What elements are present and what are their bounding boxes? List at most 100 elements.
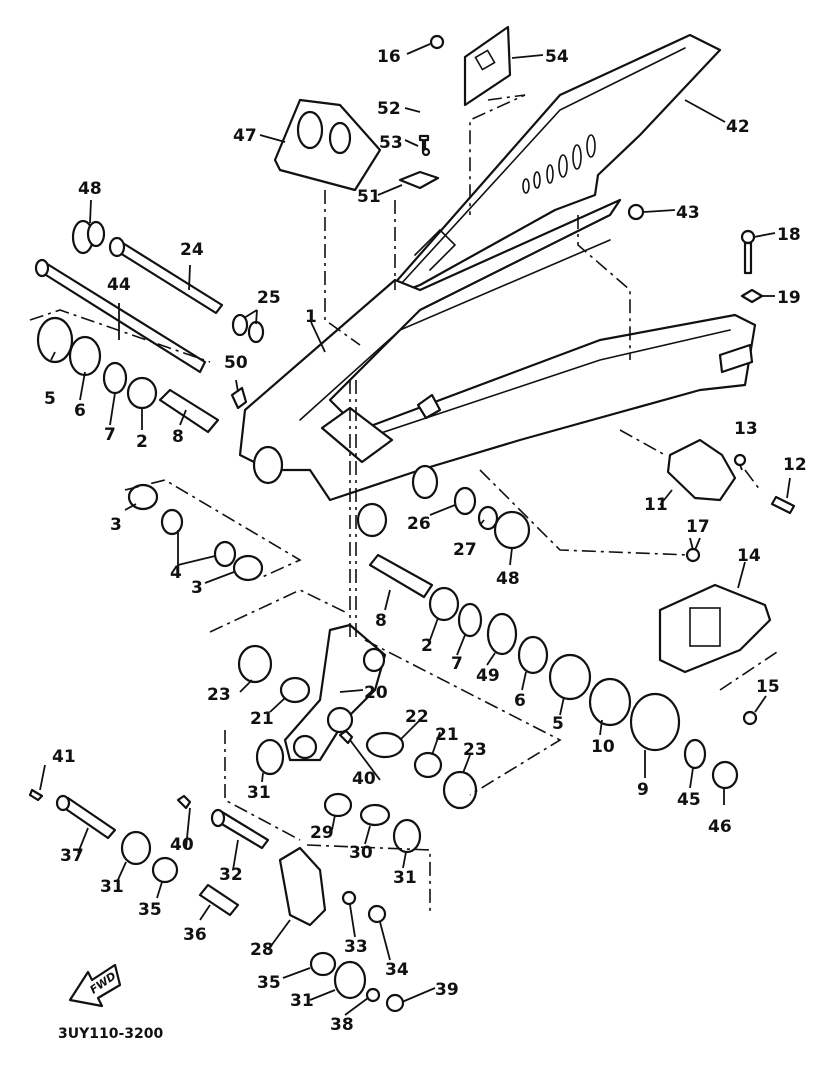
clamp-51 (398, 170, 440, 190)
callout-51: 51 (357, 187, 381, 207)
callout-13: 13 (734, 419, 758, 439)
grease-nipple-40-a (338, 729, 354, 745)
callout-14: 14 (737, 546, 761, 566)
callout-32: 32 (219, 865, 243, 885)
callout-29: 29 (310, 823, 334, 843)
nut-39 (385, 993, 405, 1013)
callout-16: 16 (377, 47, 401, 67)
callout-8-right: 8 (375, 611, 387, 631)
callout-23-right: 23 (463, 740, 487, 760)
bolt-32 (210, 808, 270, 850)
collar-22 (365, 731, 405, 759)
bushing-21-left (279, 676, 311, 704)
callout-31-b: 31 (393, 868, 417, 888)
callout-43: 43 (676, 203, 700, 223)
callout-44: 44 (107, 275, 131, 295)
seal-23-left (237, 644, 273, 684)
chain-guide-11 (666, 438, 737, 502)
grease-nipple-41 (28, 788, 44, 802)
callout-3-upper: 3 (110, 515, 122, 535)
callout-45: 45 (677, 790, 701, 810)
bolt-12 (770, 495, 796, 515)
callout-40-b: 40 (170, 835, 194, 855)
callout-53: 53 (379, 133, 403, 153)
callout-42: 42 (726, 117, 750, 137)
callout-38: 38 (330, 1015, 354, 1035)
callout-15: 15 (756, 677, 780, 697)
callout-6-right: 6 (514, 691, 526, 711)
pivot-bolt-24 (108, 236, 224, 315)
seal-31-d (333, 960, 367, 1000)
washer-53 (421, 147, 431, 157)
washer-33 (341, 890, 357, 906)
seal-23-right (442, 770, 478, 810)
collar-30 (359, 803, 391, 827)
callout-labels: 16 54 42 52 47 53 51 43 48 24 18 44 25 1… (44, 47, 807, 1035)
chain-case-42 (378, 33, 722, 302)
callout-5-left: 5 (44, 389, 56, 409)
callout-11: 11 (644, 495, 668, 515)
callout-40-a: 40 (352, 769, 376, 789)
callout-46: 46 (708, 817, 732, 837)
callout-7-right: 7 (451, 654, 463, 674)
callout-31-a: 31 (247, 783, 271, 803)
callout-17: 17 (686, 517, 710, 537)
seal-31-b (120, 830, 152, 866)
callout-23-left: 23 (207, 685, 231, 705)
callout-39: 39 (435, 980, 459, 1000)
screw-43 (627, 203, 645, 221)
washer-38 (365, 987, 381, 1003)
seal-31-c (392, 818, 422, 854)
callout-36: 36 (183, 925, 207, 945)
callout-26: 26 (407, 514, 431, 534)
relay-rod-28 (278, 846, 327, 927)
callout-28: 28 (250, 940, 274, 960)
callout-31-d: 31 (290, 991, 314, 1011)
bushing-29 (323, 792, 353, 818)
callout-9: 9 (637, 780, 649, 800)
nut-13 (733, 453, 747, 467)
callout-30: 30 (349, 843, 373, 863)
bushing-35-a (151, 856, 179, 884)
bushing-35-b (309, 951, 337, 977)
pivot-shaft-44 (34, 258, 207, 374)
bolt-15 (742, 710, 758, 726)
callout-2-left: 2 (136, 432, 148, 452)
callout-1: 1 (305, 307, 317, 327)
callout-52: 52 (377, 99, 401, 119)
callout-49: 49 (476, 666, 500, 686)
bushings-3-4 (127, 483, 264, 582)
callout-21-right: 21 (435, 725, 459, 745)
adjust-bolt-18 (740, 229, 756, 275)
callout-35-a: 35 (138, 900, 162, 920)
callout-35-b: 35 (257, 973, 281, 993)
callout-25: 25 (257, 288, 281, 308)
callout-41: 41 (52, 747, 76, 767)
nut-17 (685, 547, 701, 563)
callout-7-left: 7 (104, 425, 116, 445)
nut-34 (367, 904, 387, 924)
callout-5-right: 5 (552, 714, 564, 734)
callout-47: 47 (233, 126, 257, 146)
collar-48-top (71, 219, 106, 255)
callout-12: 12 (783, 455, 807, 475)
bolt-37 (55, 794, 117, 840)
callout-31-c: 31 (100, 877, 124, 897)
callout-50: 50 (224, 353, 248, 373)
bracket-14 (658, 547, 772, 726)
washers-25 (231, 313, 265, 344)
callout-19: 19 (777, 288, 801, 308)
callout-18: 18 (777, 225, 801, 245)
callout-10: 10 (591, 737, 615, 757)
grease-nipple-40-b (176, 794, 192, 810)
bushing-21-right (413, 751, 443, 779)
callout-21-left: 21 (250, 709, 274, 729)
callout-48-mid: 48 (496, 569, 520, 589)
callout-22: 22 (405, 707, 429, 727)
callout-4: 4 (170, 563, 182, 583)
callout-54: 54 (545, 47, 569, 67)
collar-36 (198, 883, 240, 917)
callout-6-left: 6 (74, 401, 86, 421)
right-collars (453, 486, 531, 550)
